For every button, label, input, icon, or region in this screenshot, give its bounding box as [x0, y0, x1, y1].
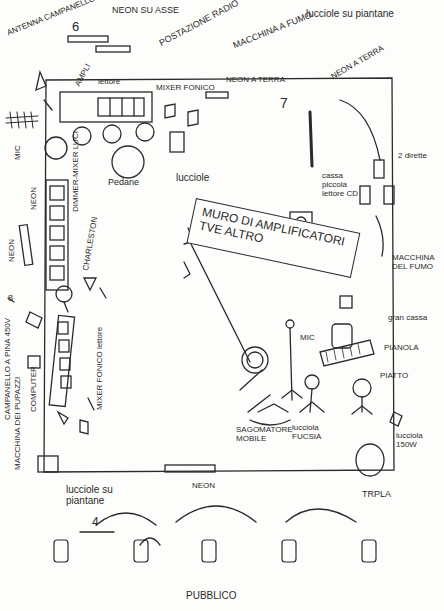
stage-label: gran cassa	[388, 314, 434, 323]
stage-label: CHARLESTON	[82, 216, 100, 271]
stage-label: Pedane	[108, 178, 139, 188]
stage-label: NEON	[30, 187, 39, 210]
stage-label: MIC	[14, 145, 23, 160]
stage-label: MIXER FONICO	[156, 84, 215, 93]
stage-label: lettore	[98, 78, 120, 87]
stage-label: lucciola FUCSIA	[292, 424, 342, 442]
stage-label: cassa piccola lettore CD	[322, 172, 358, 198]
stage-label: DIMMER-MIXER LUCI	[72, 131, 81, 212]
stage-label: MIC	[300, 334, 315, 343]
stage-label: MIXER FONICO lettore	[96, 327, 105, 410]
stage-label: MACCHINA A FUMO	[232, 11, 314, 52]
stage-label: PUBBLICO	[186, 590, 237, 601]
stage-label: lucciole	[176, 172, 209, 183]
stage-label: MACCHINA DEL FUMO	[392, 254, 438, 272]
stage-label: CAMPANELLO A PINA 450V	[4, 318, 13, 420]
stage-label: NEON SU ASSE	[112, 6, 179, 16]
stage-label: NEON	[192, 482, 215, 491]
stage-label: MACCHINA DEI PUPAZZI	[14, 377, 23, 470]
stage-label: NEON A TERRA	[330, 45, 385, 82]
stage-label: 8	[8, 294, 13, 304]
stage-label: AMPLI	[74, 63, 93, 88]
stage-label: PIANOLA	[384, 344, 419, 353]
stage-label: 6	[72, 20, 79, 34]
stage-label: lucciole su piantane	[66, 484, 146, 506]
amp-wall-box: MURO DI AMPLIFICATORITVE ALTRO	[186, 198, 360, 278]
stage-label: lucciole su piantane	[306, 8, 394, 19]
stage-label: lucciola 150W	[396, 432, 440, 450]
stage-label: COMPUTER	[30, 366, 39, 412]
stage-label: NEON A TERRA	[226, 76, 285, 85]
stage-label: 4	[92, 516, 99, 529]
stage-label: PIATTO	[380, 372, 408, 381]
stage-label: 7	[280, 96, 288, 111]
stage-label: TRPLA	[362, 490, 391, 500]
stage-label: SAGOMATORE MOBILE	[236, 426, 298, 444]
stage-label: 2 dirette	[398, 152, 427, 161]
stage-label: NEON	[8, 239, 17, 262]
